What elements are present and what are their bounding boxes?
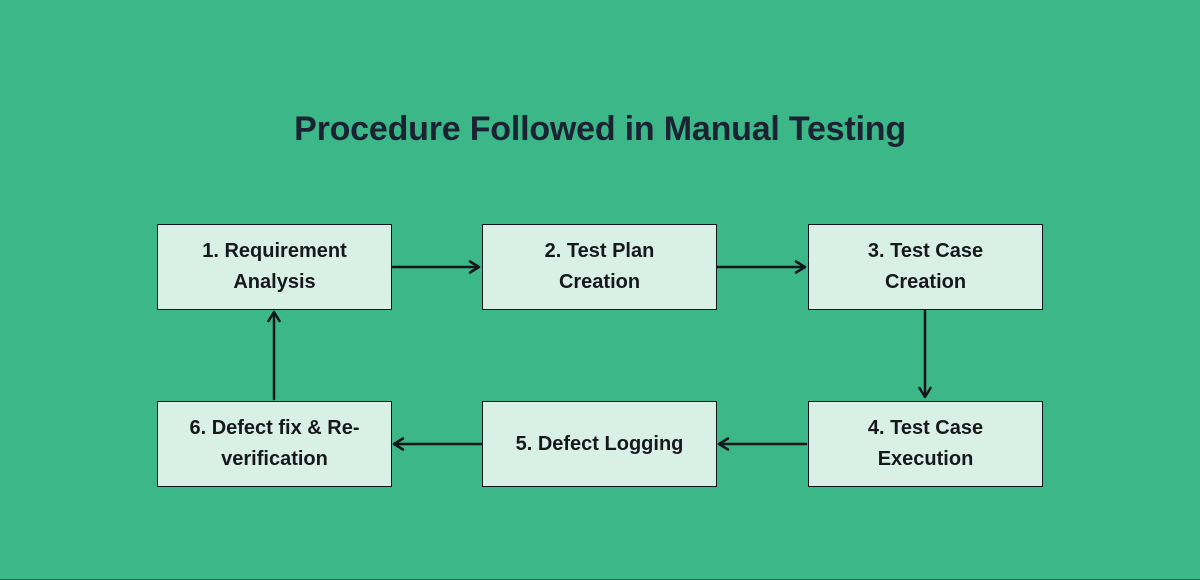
step-label-line: Creation (558, 271, 641, 293)
step-label-line: 1. Requirement (202, 240, 347, 262)
step-label-line: Execution (877, 448, 974, 470)
step-box-test-case-execution: 4. Test Case Execution (808, 401, 1043, 487)
step-box-test-case-creation: 3. Test Case Creation (808, 224, 1043, 310)
diagram-title: Procedure Followed in Manual Testing (294, 109, 906, 148)
step-label-line: Analysis (233, 271, 316, 293)
step-label-line: 2. Test Plan (544, 240, 655, 262)
step-label-line: 6. Defect fix & Re- (189, 417, 360, 439)
step-box-test-plan-creation: 2. Test Plan Creation (482, 224, 717, 310)
step-box-defect-logging: 5. Defect Logging (482, 401, 717, 487)
step-label-line: Creation (884, 271, 967, 293)
step-label-line: 5. Defect Logging (515, 432, 684, 455)
step-box-requirement-analysis: 1. Requirement Analysis (157, 224, 392, 310)
step-label-line: 3. Test Case (867, 240, 984, 262)
step-label-line: verification (221, 448, 328, 470)
step-box-defect-fix-reverification: 6. Defect fix & Re- verification (157, 401, 392, 487)
bottom-edge-line (0, 578, 1200, 580)
step-label-line: 4. Test Case (867, 417, 984, 439)
